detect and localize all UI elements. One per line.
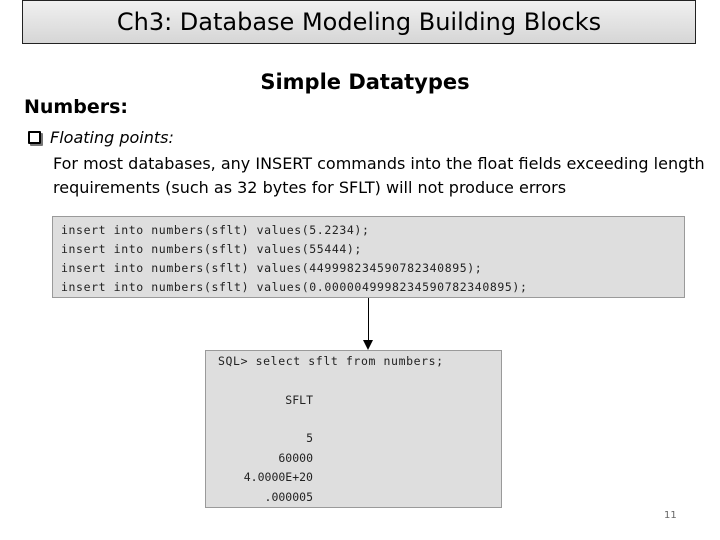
result-row: 5 [306,431,313,445]
arrow-head-icon [363,340,373,350]
bullet-text: Floating points: [50,128,174,147]
body-line: For most databases, any INSERT commands … [53,154,705,173]
insert-statements-screenshot: insert into numbers(sflt) values(5.2234)… [52,216,685,298]
query-line: SQL> select sflt from numbers; [218,354,444,368]
slide-title: Ch3: Database Modeling Building Blocks [116,8,602,36]
result-row: .000005 [264,490,313,504]
section-label: Numbers: [24,96,128,118]
body-line: requirements (such as 32 bytes for SFLT)… [53,178,567,197]
code-line: insert into numbers(sflt) values(55444); [61,242,362,256]
slide-subtitle: Simple Datatypes [260,70,470,94]
code-line: insert into numbers(sflt) values(5.2234)… [61,223,370,237]
result-column-header: SFLT [285,393,313,407]
arrow-down-icon [368,298,369,342]
slide-title-bar: Ch3: Database Modeling Building Blocks [22,0,696,44]
checkbox-bullet-icon [28,131,41,144]
page-number: 11 [664,510,677,521]
body-paragraph: For most databases, any INSERT commands … [53,152,718,200]
code-line: insert into numbers(sflt) values(4499982… [61,261,483,275]
result-row: 60000 [278,451,313,465]
code-line: insert into numbers(sflt) values(0.00000… [61,280,528,294]
query-result-screenshot: SQL> select sflt from numbers; SFLT 5 60… [205,350,502,508]
bullet-item: Floating points: [28,128,174,147]
result-row: 4.0000E+20 [243,470,313,484]
